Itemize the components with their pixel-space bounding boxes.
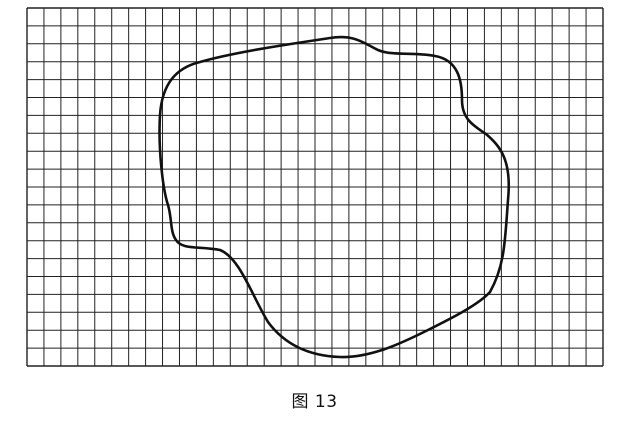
figure-caption: 图 13 bbox=[291, 392, 338, 412]
square-grid bbox=[26, 7, 604, 367]
irregular-region-outline bbox=[158, 35, 511, 359]
